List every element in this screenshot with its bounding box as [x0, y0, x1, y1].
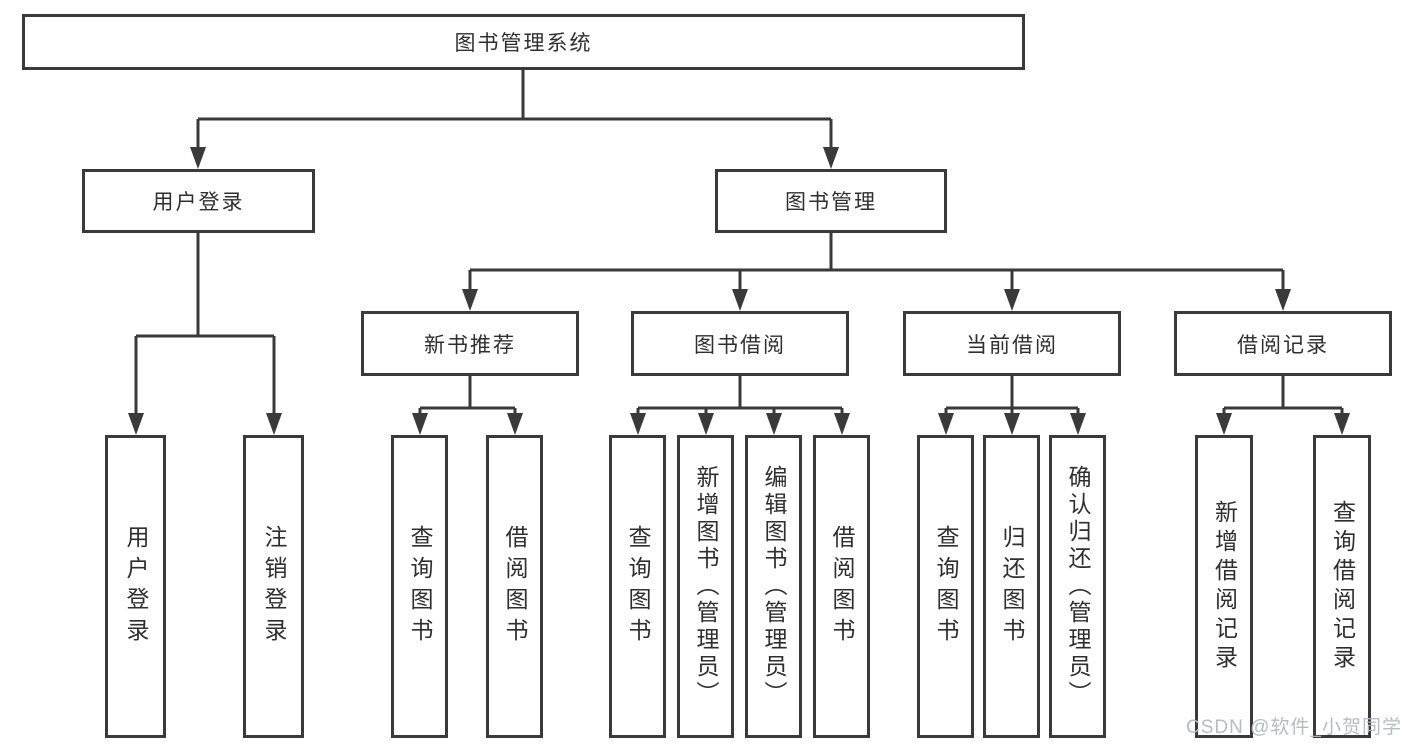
connector-book-borrow	[636, 376, 844, 414]
node-label: 用户登录	[123, 524, 149, 649]
watermark: CSDN @软件_小贺同学	[1186, 717, 1402, 738]
leaf-cb-query-book: 查询图书	[917, 435, 974, 738]
node-label: 借阅图书	[829, 524, 855, 649]
connector-book-mgmt	[468, 233, 1285, 290]
arrow-down-icon	[1275, 289, 1291, 311]
node-label: 查询图书	[407, 524, 433, 649]
node-book-mgmt: 图书管理	[715, 169, 947, 233]
node-label: 确认归还（管理员）	[1065, 465, 1091, 708]
node-label: 新书推荐	[424, 333, 516, 357]
arrow-down-icon	[1070, 413, 1086, 435]
arrow-down-icon	[1216, 413, 1232, 435]
arrow-down-icon	[1334, 413, 1350, 435]
node-label: 借阅图书	[502, 524, 528, 649]
arrow-down-icon	[1004, 289, 1020, 311]
arrow-down-icon	[938, 413, 954, 435]
leaf-br-add-record: 新增借阅记录	[1195, 435, 1253, 738]
leaf-cb-confirm-return-admin: 确认归还（管理员）	[1049, 435, 1106, 738]
leaf-bb-edit-book-admin: 编辑图书（管理员）	[745, 435, 802, 738]
arrow-down-icon	[823, 147, 839, 169]
node-label: 查询借阅记录	[1329, 499, 1356, 674]
node-borrow-record: 借阅记录	[1174, 311, 1392, 376]
node-label: 新增借阅记录	[1211, 499, 1238, 674]
leaf-bb-borrow-book: 借阅图书	[813, 435, 870, 738]
arrow-down-icon	[698, 413, 714, 435]
node-root-system: 图书管理系统	[22, 14, 1025, 70]
node-label: 用户登录	[152, 191, 245, 214]
connector-current-borrow	[944, 376, 1080, 414]
node-label: 图书管理系统	[454, 32, 593, 55]
arrow-down-icon	[630, 413, 646, 435]
node-label: 图书借阅	[694, 333, 786, 357]
arrowheads	[128, 147, 1350, 435]
node-label: 归还图书	[999, 524, 1025, 649]
arrow-down-icon	[732, 289, 748, 311]
arrow-down-icon	[462, 289, 478, 311]
arrow-down-icon	[190, 147, 206, 169]
arrow-down-icon	[766, 413, 782, 435]
leaf-nb-borrow-book: 借阅图书	[486, 435, 543, 738]
leaf-br-query-record: 查询借阅记录	[1313, 435, 1371, 738]
node-label: 查询图书	[933, 524, 959, 649]
leaf-bb-query-book: 查询图书	[609, 435, 666, 738]
connector-borrow-record	[1222, 376, 1344, 414]
node-book-borrow: 图书借阅	[631, 311, 849, 376]
connector-lines	[134, 69, 1344, 414]
arrow-down-icon	[128, 413, 144, 435]
node-label: 图书管理	[785, 191, 877, 214]
node-label: 借阅记录	[1237, 333, 1329, 357]
connector-user-login	[134, 233, 276, 414]
arrow-down-icon	[834, 413, 850, 435]
node-label: 编辑图书（管理员）	[761, 465, 787, 708]
connector-root	[196, 69, 833, 148]
arrow-down-icon	[1004, 413, 1020, 435]
node-label: 注销登录	[261, 524, 287, 649]
arrow-down-icon	[266, 413, 282, 435]
leaf-cb-return-book: 归还图书	[983, 435, 1040, 738]
leaf-user-login: 用户登录	[105, 435, 166, 738]
leaf-logout: 注销登录	[243, 435, 304, 738]
node-label: 当前借阅	[966, 333, 1058, 357]
node-user-login: 用户登录	[82, 169, 315, 233]
leaf-bb-add-book-admin: 新增图书（管理员）	[677, 435, 734, 738]
node-current-borrow: 当前借阅	[903, 311, 1121, 376]
node-label: 查询图书	[625, 524, 651, 649]
arrow-down-icon	[412, 413, 428, 435]
connector-new-book	[418, 376, 517, 414]
leaf-nb-query-book: 查询图书	[391, 435, 448, 738]
node-new-book-recommend: 新书推荐	[361, 311, 579, 376]
arrow-down-icon	[507, 413, 523, 435]
node-label: 新增图书（管理员）	[693, 465, 719, 708]
